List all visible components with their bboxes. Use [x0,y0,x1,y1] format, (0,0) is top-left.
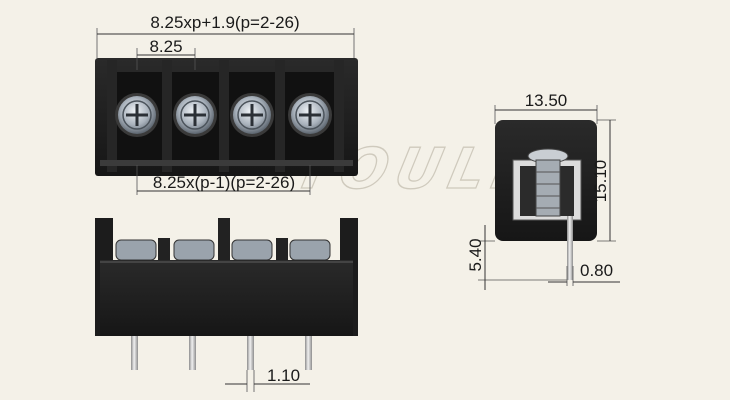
dim-side-width: 13.50 [525,91,568,110]
pin-icon [305,336,312,370]
dim-pin-span: 8.25x(p-1)(p=2-26) [153,173,295,192]
side-pin-icon [567,216,573,280]
front-screw-icon [115,239,157,261]
top-barrier [107,60,117,172]
top-view-lip [100,160,353,166]
front-screw-icon [231,239,273,261]
top-barrier [162,60,172,172]
side-view: 13.50 15.10 5.40 0.80 [466,91,620,290]
pin-icon [131,336,138,370]
pin-icon [247,336,254,370]
top-barrier [275,60,285,172]
front-screw-icon [289,239,331,261]
screw-icon [173,93,217,137]
dim-side-height: 15.10 [591,160,610,203]
dim-pin-thickness: 0.80 [580,261,613,280]
screw-icon [115,93,159,137]
screw-icon [230,93,274,137]
front-view: 1.10 [95,218,358,392]
screw-icon [288,93,332,137]
top-barrier [219,60,229,172]
pin-icon [189,336,196,370]
dim-pin-width: 1.10 [267,366,300,385]
side-screw-shaft [535,159,561,217]
front-view-body [100,260,353,336]
top-barrier [334,60,344,172]
dim-overall-length: 8.25xp+1.9(p=2-26) [150,13,299,32]
dim-pitch: 8.25 [149,37,182,56]
top-view: 8.25xp+1.9(p=2-26) 8.25 8.25x(p-1)(p=2-2… [95,13,358,195]
dim-pin-length: 5.40 [466,238,485,271]
front-screw-icon [173,239,215,261]
